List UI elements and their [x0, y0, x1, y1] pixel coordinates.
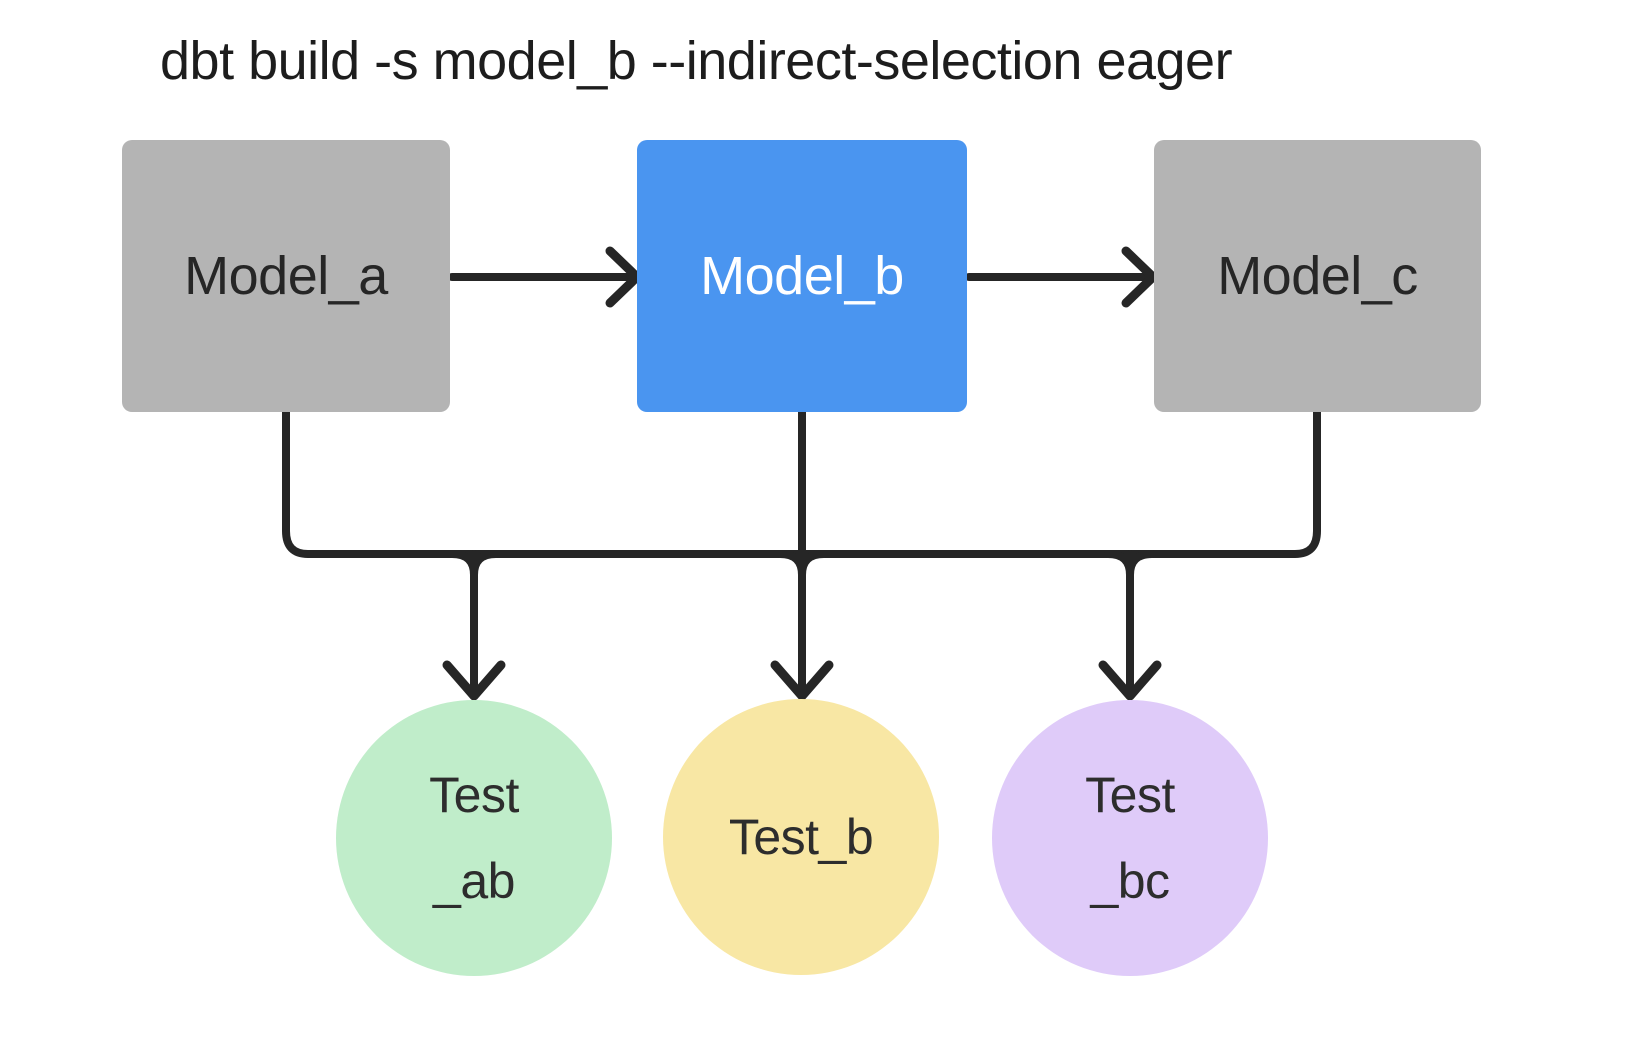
node-model-b: Model_b — [637, 140, 967, 412]
edge-bus-to-test-bc — [1098, 550, 1162, 701]
node-test-bc-label-line1: Test — [1085, 767, 1175, 823]
node-model-b-label: Model_b — [700, 246, 904, 306]
node-test-bc: Test _bc — [992, 700, 1268, 976]
edge-bus-to-test-ab — [442, 550, 506, 701]
node-model-c-label: Model_c — [1217, 246, 1418, 306]
node-test-b-label: Test_b — [728, 809, 874, 865]
node-test-ab: Test _ab — [336, 700, 612, 976]
node-model-c: Model_c — [1154, 140, 1481, 412]
node-test-ab-label-line2: _ab — [433, 853, 515, 909]
node-test-ab-label-line1: Test — [429, 767, 519, 823]
edge-model-b-to-test-b — [770, 408, 834, 701]
node-model-a: Model_a — [122, 140, 450, 412]
node-model-a-label: Model_a — [184, 246, 388, 306]
edge-model-b-to-model-c — [965, 246, 1158, 308]
node-test-bc-label-line2: _bc — [1090, 853, 1170, 909]
node-test-b: Test_b — [663, 699, 939, 975]
command-title: dbt build -s model_b --indirect-selectio… — [160, 31, 1233, 91]
edge-model-a-to-model-b — [448, 246, 642, 308]
